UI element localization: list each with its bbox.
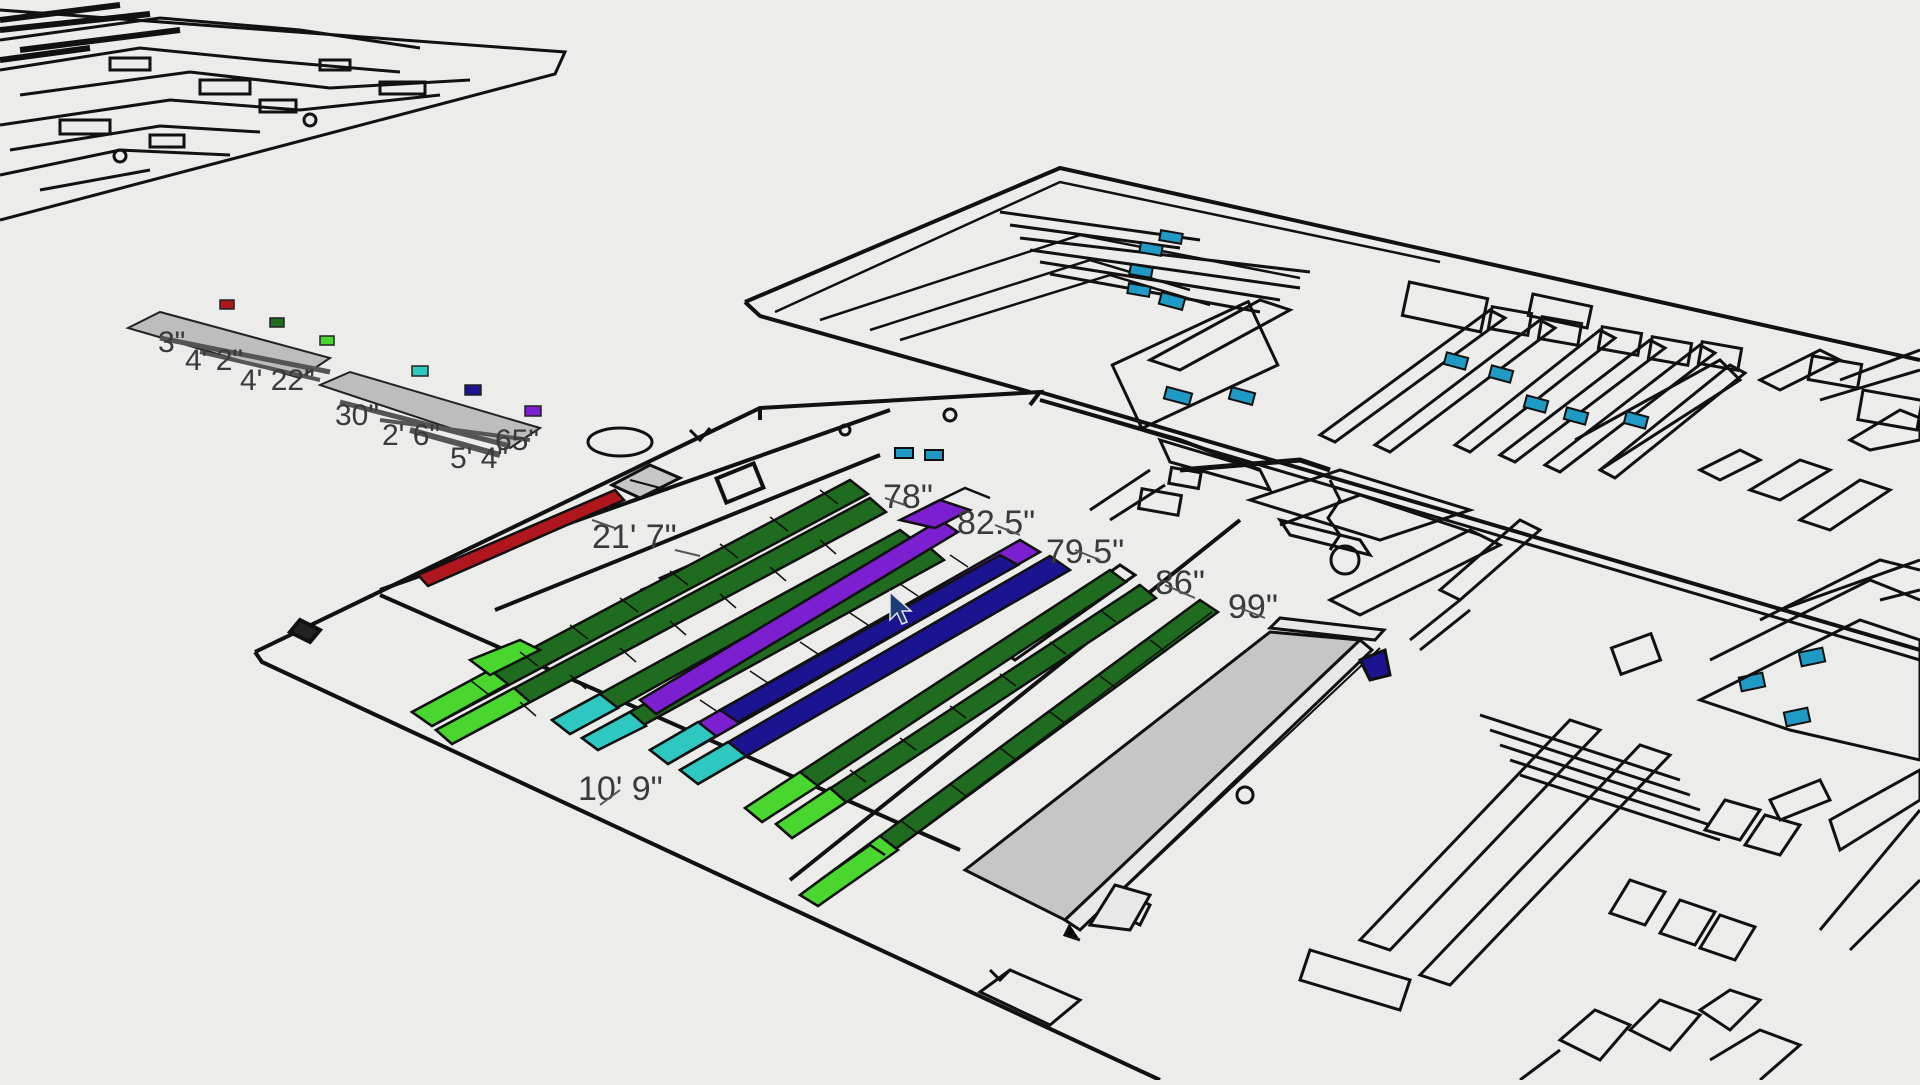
red-swatch — [219, 299, 235, 310]
light-green-swatch — [319, 335, 335, 346]
back-room-racks — [1317, 304, 1748, 480]
rack-row-purple — [637, 486, 991, 716]
label-2-6: 2' 6" — [382, 419, 440, 452]
label-3in: 3" — [158, 326, 185, 359]
label-30: 30" — [335, 399, 379, 432]
label-5-4: 5' 4" — [450, 442, 508, 475]
dimension-10-9: 10' 9" — [578, 770, 663, 808]
gray-staging-area — [962, 616, 1392, 942]
navy-swatch — [464, 384, 482, 396]
rack-dividers — [469, 489, 1167, 833]
mouse-pointer-icon — [889, 590, 913, 625]
dimension-78: 78" — [883, 478, 933, 516]
label-4-2: 4' 2" — [185, 344, 243, 377]
dark-green-swatch — [269, 317, 285, 328]
dimension-79-5: 79.5" — [1046, 533, 1124, 571]
back-room-outline — [743, 165, 1920, 662]
label-4-22: 4' 22" — [240, 364, 315, 397]
rack-row-green-c — [797, 598, 1221, 908]
rack-row-navy — [647, 538, 1073, 786]
dimension-86: 86" — [1155, 564, 1205, 602]
rack-row-green-a — [409, 478, 889, 746]
dimension-82-5: 82.5" — [957, 504, 1035, 542]
rack-row-green-b — [742, 568, 1159, 840]
dimension-labels: 78" 82.5" 79.5" 86" 99" 21' 7" 10' 9" — [578, 478, 1278, 808]
dimension-99: 99" — [1228, 588, 1278, 626]
purple-swatch — [524, 405, 542, 417]
cyan-swatch — [411, 365, 429, 377]
bottom-right-shelving — [1298, 713, 1920, 1082]
blue-equipment — [894, 229, 1827, 728]
distant-floor-plan — [0, 2, 568, 222]
equipment-box — [608, 463, 684, 500]
dimension-legend: 3" 4' 2" 4' 22" 30" 2' 6" 5' 4" 65" — [125, 299, 543, 475]
label-65: 65" — [495, 424, 539, 457]
right-area-structures — [1245, 348, 1920, 822]
